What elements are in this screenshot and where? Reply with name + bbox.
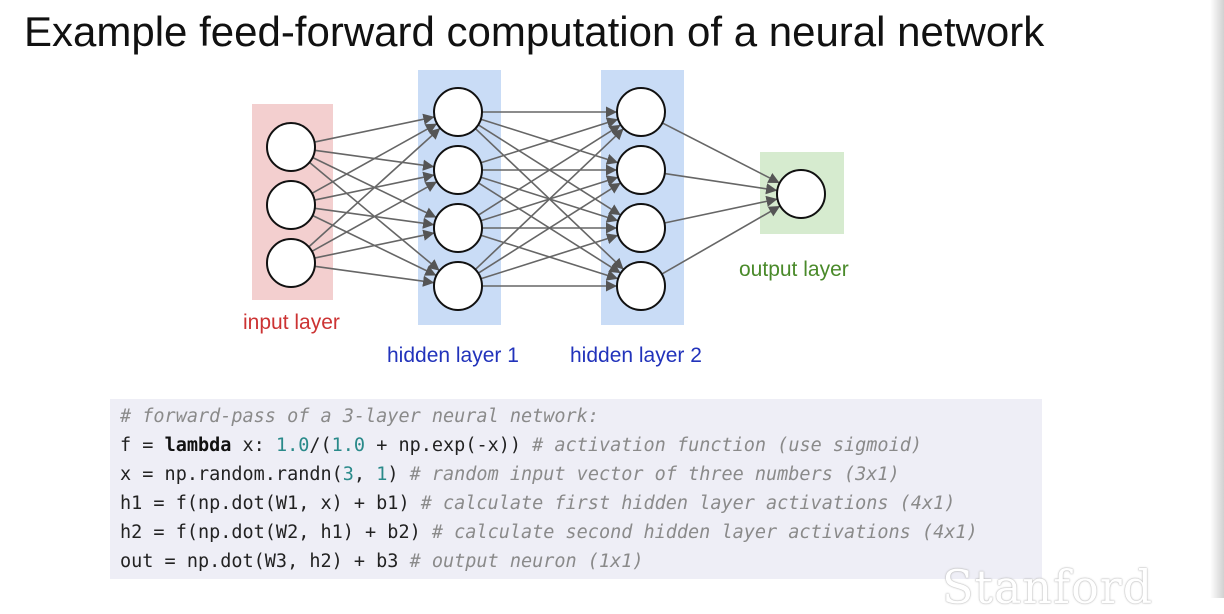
- connection-hidden1-3-hidden2-0: [474, 127, 625, 271]
- code-line-2: f = lambda x: 1.0/(1.0 + np.exp(-x)) # a…: [120, 435, 922, 457]
- hidden-layer-2-label: hidden layer 2: [570, 344, 702, 367]
- connection-hidden2-2-output-0: [664, 195, 778, 224]
- neuron-input-2: [266, 238, 316, 288]
- connection-input-2-hidden1-1: [311, 180, 438, 253]
- connection-hidden2-1-output-0: [664, 172, 778, 195]
- code-line-6: out = np.dot(W3, h2) + b3 # output neuro…: [120, 551, 644, 573]
- input-layer-label: input layer: [243, 311, 340, 334]
- neuron-hidden1-2: [433, 203, 483, 253]
- connection-hidden1-2-hidden2-0: [477, 124, 622, 216]
- code-text: f =: [120, 435, 165, 456]
- code-text: h2 = f(np.dot(W2, h1) + b2): [120, 522, 432, 543]
- neuron-input-0: [266, 122, 316, 172]
- neuron-hidden2-0: [616, 87, 666, 137]
- code-text: + np.exp(-x)): [365, 435, 533, 456]
- code-line-5: h2 = f(np.dot(W2, h1) + b2) # calculate …: [120, 522, 978, 544]
- code-number: 1.0: [275, 435, 310, 456]
- connection-hidden1-3-hidden2-2: [480, 233, 619, 280]
- connection-hidden2-3-output-0: [661, 205, 781, 275]
- connection-input-0-hidden1-0: [314, 113, 435, 143]
- stanford-watermark: Stanford: [942, 560, 1154, 614]
- code-number: 1: [376, 464, 388, 485]
- code-comment: # forward-pass of a 3-layer neural netwo…: [120, 406, 599, 427]
- network-diagram: [266, 87, 826, 311]
- code-text: ): [387, 464, 410, 485]
- code-comment: # output neuron (1x1): [409, 551, 644, 572]
- code-text: out = np.dot(W3, h2) + b3: [120, 551, 410, 572]
- code-number: 1.0: [331, 435, 366, 456]
- code-block: # forward-pass of a 3-layer neural netwo…: [110, 399, 1042, 579]
- code-comment: # calculate second hidden layer activati…: [431, 522, 978, 543]
- neuron-output-0: [776, 169, 826, 219]
- code-text: h1 = f(np.dot(W1, x) + b1): [120, 493, 421, 514]
- connection-hidden2-0-output-0: [661, 122, 781, 184]
- neuron-hidden1-3: [433, 261, 483, 311]
- code-comment: # random input vector of three numbers (…: [409, 464, 900, 485]
- code-text: /(: [309, 435, 332, 456]
- code-keyword: lambda: [164, 435, 232, 456]
- code-text: x = np.random.randn(: [120, 464, 343, 485]
- neuron-hidden2-3: [616, 261, 666, 311]
- neuron-input-1: [266, 180, 316, 230]
- slide-title: Example feed-forward computation of a ne…: [24, 8, 1045, 55]
- connection-hidden1-3-hidden2-1: [477, 182, 622, 274]
- connection-input-1-hidden1-0: [311, 122, 438, 195]
- slide-edge-shadow: [1210, 0, 1224, 598]
- code-line-1: # forward-pass of a 3-layer neural netwo…: [120, 406, 599, 428]
- neuron-hidden2-1: [616, 145, 666, 195]
- code-comment: # activation function (use sigmoid): [532, 435, 922, 456]
- connection-input-2-hidden1-3: [314, 265, 435, 287]
- code-comment: # calculate first hidden layer activatio…: [420, 493, 956, 514]
- output-layer-label: output layer: [739, 258, 849, 281]
- connection-input-2-hidden1-2: [314, 229, 435, 259]
- code-text: x:: [231, 435, 276, 456]
- code-text: ,: [353, 464, 377, 485]
- code-number: 3: [342, 464, 354, 485]
- connection-input-2-hidden1-0: [308, 127, 441, 248]
- code-line-3: x = np.random.randn(3, 1) # random input…: [120, 464, 900, 486]
- neuron-hidden1-1: [433, 145, 483, 195]
- code-line-4: h1 = f(np.dot(W1, x) + b1) # calculate f…: [120, 493, 955, 515]
- connection-hidden1-1-hidden2-0: [480, 117, 619, 164]
- neuron-hidden2-2: [616, 203, 666, 253]
- neuron-hidden1-0: [433, 87, 483, 137]
- hidden-layer-1-label: hidden layer 1: [387, 344, 519, 367]
